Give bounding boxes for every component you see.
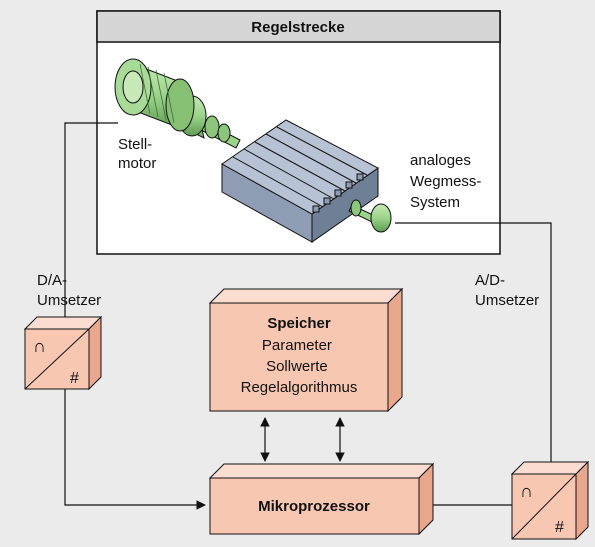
motor-label: Stell- motor [118, 136, 156, 172]
da-converter-block: ∩ # [23, 315, 103, 391]
da-analog-symbol: ∩ [33, 336, 46, 356]
plant-title: Regelstrecke [251, 19, 344, 36]
sensor-to-ad-line [395, 222, 552, 462]
ad-converter-block: ∩ # [510, 460, 590, 541]
measuring-system-illustration [348, 199, 392, 233]
memory-title: Speicher [267, 315, 331, 332]
memory-block: Speicher Parameter Sollwerte Regelalgori… [208, 287, 404, 413]
ad-analog-symbol: ∩ [520, 481, 533, 501]
servo-motor-illustration [114, 58, 241, 149]
motor-to-da-line [64, 122, 118, 318]
signal-lines [64, 122, 552, 510]
memory-contents: Parameter Sollwerte Regelalgorithmus [241, 337, 358, 396]
ad-label: A/D- Umsetzer [475, 272, 539, 309]
machine-table-illustration [221, 119, 379, 243]
da-label: D/A- Umsetzer [37, 272, 101, 309]
ad-digital-symbol: # [555, 519, 564, 536]
da-to-processor-line [64, 389, 206, 510]
da-digital-symbol: # [70, 370, 79, 387]
sensor-label: analoges Wegmess- System [410, 152, 486, 211]
processor-block: Mikroprozessor [208, 462, 435, 536]
processor-title: Mikroprozessor [258, 498, 370, 515]
